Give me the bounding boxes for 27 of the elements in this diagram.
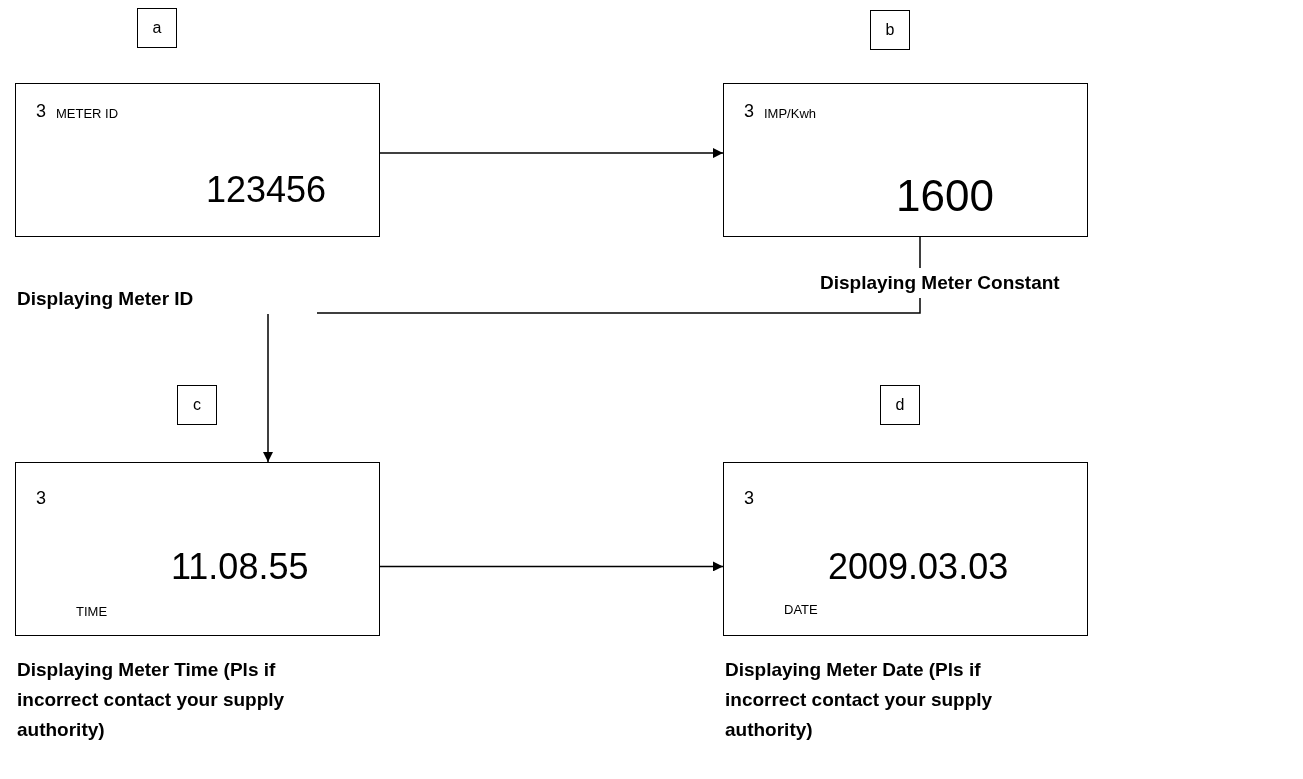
display-label: DATE <box>784 603 818 616</box>
display-value: 123456 <box>206 172 327 208</box>
letter-box <box>177 385 217 425</box>
display-box <box>15 83 380 237</box>
display-box <box>723 462 1088 636</box>
digit-label: 3 <box>744 102 754 120</box>
display-value: 2009.03.03 <box>828 549 1009 585</box>
display-label: TIME <box>76 605 108 618</box>
panel-letter: a <box>151 18 163 38</box>
panel-letter: b <box>884 20 896 40</box>
display-label: METER ID <box>56 107 119 120</box>
arrow <box>379 148 724 159</box>
arrow <box>263 236 921 463</box>
display-box <box>723 83 1088 237</box>
display-value: 1600 <box>896 174 994 218</box>
arrow <box>379 561 724 572</box>
letter-box <box>880 385 920 425</box>
digit-label: 3 <box>36 489 46 507</box>
display-box <box>15 462 380 636</box>
display-label: IMP/Kwh <box>764 107 816 120</box>
digit-label: 3 <box>744 489 754 507</box>
panel-letter: d <box>894 395 906 415</box>
panel-letter: c <box>192 395 202 415</box>
display-value: 11.08.55 <box>171 549 309 585</box>
letter-box <box>870 10 910 50</box>
letter-box <box>137 8 177 48</box>
digit-label: 3 <box>36 102 46 120</box>
